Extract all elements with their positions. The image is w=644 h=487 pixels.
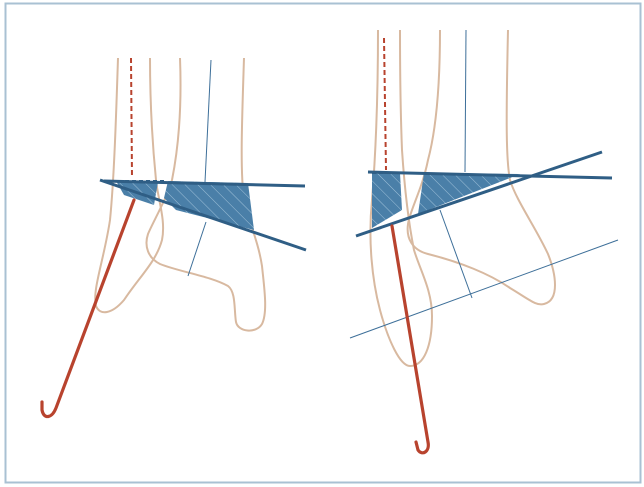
figure-border	[6, 4, 641, 483]
